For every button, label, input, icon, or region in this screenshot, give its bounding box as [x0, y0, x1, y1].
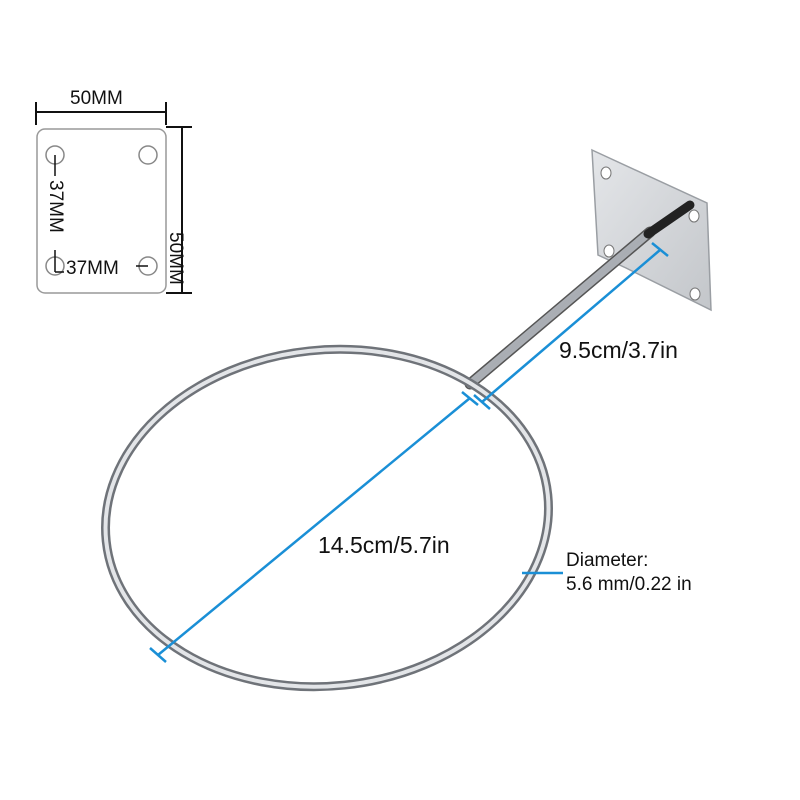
- ring-diameter-label: 14.5cm/5.7in: [318, 532, 450, 558]
- wire-diameter-title: Diameter:: [566, 550, 649, 571]
- plate-height-label: 50MM: [165, 232, 186, 285]
- ring: [101, 344, 553, 692]
- mounting-plate-drawing: [35, 102, 192, 294]
- support-rod: [464, 200, 695, 390]
- rod-length-label: 9.5cm/3.7in: [559, 337, 678, 363]
- plate-width-label: 50MM: [70, 88, 123, 109]
- wire-diameter-value: 5.6 mm/0.22 in: [566, 574, 692, 595]
- hole-horizontal-spacing-label: 37MM: [66, 258, 119, 279]
- dimension-lines: [149, 242, 669, 663]
- hole-vertical-spacing-label: 37MM: [45, 180, 66, 233]
